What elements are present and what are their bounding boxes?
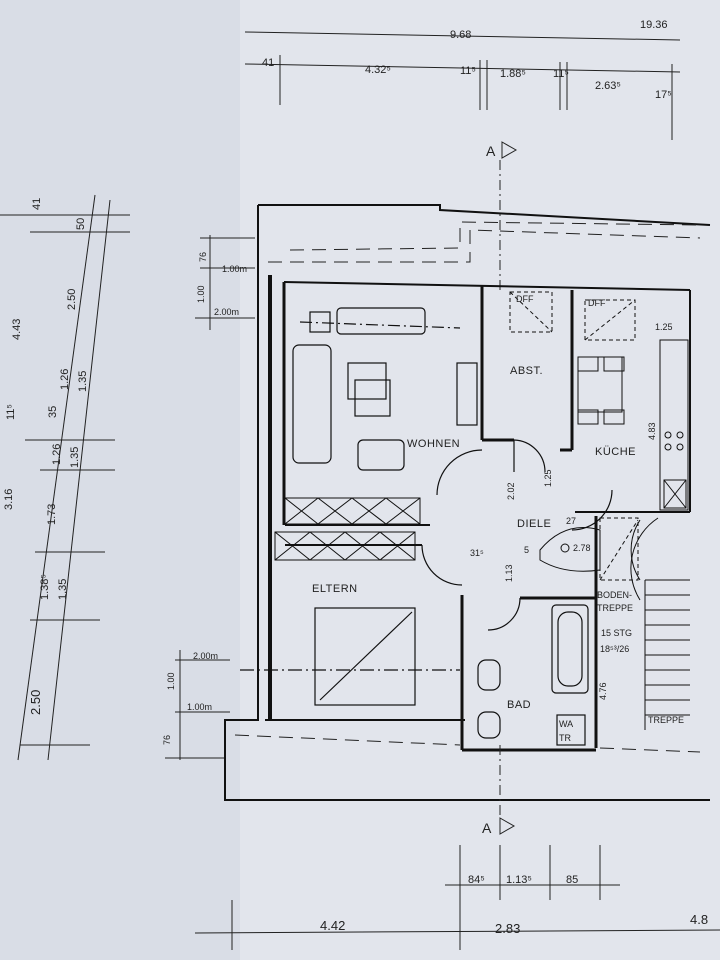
- doors: [421, 439, 613, 631]
- room-bad: BAD: [507, 699, 531, 711]
- paper-sheet: [240, 0, 720, 960]
- dim-5: 5: [524, 545, 529, 555]
- dim-b84: 84⁵: [468, 874, 485, 886]
- section-a-bottom: A: [482, 820, 492, 836]
- room-boden-treppe: TREPPE: [597, 603, 633, 613]
- room-eltern: ELTERN: [312, 583, 358, 595]
- dim-125d: 1.25: [543, 469, 553, 487]
- section-arrow-bottom: [499, 817, 516, 835]
- dim-a35: 35: [47, 406, 59, 418]
- room-abst: ABST.: [510, 365, 543, 377]
- dim-483: 4.83: [647, 422, 657, 440]
- dim-b442: 4.42: [320, 918, 345, 933]
- dim-432: 4.32⁵: [365, 64, 391, 76]
- dim-202: 2.02: [506, 482, 516, 500]
- dim-b113: 1.13⁵: [506, 874, 532, 886]
- dim-125k: 1.25: [655, 322, 673, 332]
- room-kueche: KÜCHE: [595, 446, 636, 458]
- kitchen-furniture: [509, 291, 689, 511]
- dim-115a: 11⁵: [460, 65, 476, 77]
- dim-h76a: 76: [198, 252, 208, 262]
- dim-a138: 1.38⁵: [39, 574, 51, 600]
- dim-h100a: 1.00: [196, 285, 206, 303]
- roof-lines: [234, 221, 701, 753]
- dim-a316: 3.16: [3, 489, 15, 510]
- label-dff1: DFF: [516, 294, 534, 304]
- dim-total2: 19.36: [640, 19, 668, 31]
- dim-a50: 50: [75, 218, 87, 230]
- dim-b48: 4.8: [690, 912, 708, 927]
- dim-h76b: 76: [162, 735, 172, 745]
- dim-278: 2.78: [573, 543, 591, 553]
- dim-h100b: 1.00: [166, 672, 176, 690]
- dim-a115: 11⁵: [5, 404, 17, 420]
- dim-a250: 2.50: [66, 289, 78, 310]
- dim-27: 27: [566, 516, 576, 526]
- dim-a126a: 1.26: [59, 369, 71, 390]
- dim-115b: 11⁵: [553, 68, 569, 80]
- dim-m100b: 1.00m: [187, 702, 212, 712]
- dim-188: 1.88⁵: [500, 68, 526, 80]
- dimension-lines-top: [244, 31, 681, 140]
- dim-476: 4.76: [598, 682, 608, 700]
- left-dim-labels: 41 50 2.50 4.43 11⁵ 1.26 1.35 35 1.26 1.…: [3, 198, 89, 715]
- dim-a443: 4.43: [11, 319, 23, 340]
- dim-b85: 85: [566, 874, 578, 886]
- dim-a135b: 1.35: [69, 447, 81, 468]
- dim-113: 1.13: [504, 564, 514, 582]
- dim-b283: 2.83: [495, 921, 520, 936]
- stair-step-size: 18⁵³/26: [600, 644, 629, 654]
- dim-a135c: 1.35: [57, 579, 69, 600]
- dim-41: 41: [262, 57, 274, 69]
- staircase: [539, 517, 690, 730]
- outer-walls: [224, 204, 711, 801]
- dim-a126b: 1.26: [51, 444, 63, 465]
- section-a-top: A: [486, 143, 496, 159]
- side-height-lines: [165, 235, 255, 760]
- living-furniture: [292, 307, 478, 471]
- room-diele: DIELE: [517, 518, 551, 530]
- dim-263: 2.63⁵: [595, 80, 621, 92]
- dim-315: 31⁵: [470, 548, 484, 558]
- section-arrow-top: [501, 141, 518, 159]
- bed: [240, 607, 460, 706]
- dim-a135a: 1.35: [77, 371, 89, 392]
- bath-washer-2: TR: [559, 733, 571, 743]
- wardrobes: [274, 497, 421, 561]
- dim-a41: 41: [31, 198, 43, 210]
- room-wohnen: WOHNEN: [407, 438, 460, 450]
- dim-a173: 1.73: [46, 504, 58, 525]
- stair-steps: 15 STG: [601, 628, 632, 638]
- interior-walls: [282, 282, 691, 752]
- dimension-lines-left: [0, 194, 130, 761]
- label-dff2: DFF: [588, 298, 606, 308]
- dim-total1: 9.68: [450, 29, 471, 41]
- dimension-lines-bottom: [194, 845, 720, 950]
- dim-17: 17⁵: [655, 89, 672, 101]
- bathroom-fixtures: [477, 604, 589, 746]
- dim-m200a: 2.00m: [214, 307, 239, 317]
- dim-m100a: 1.00m: [222, 264, 247, 274]
- dim-m200b: 2.00m: [193, 651, 218, 661]
- bath-washer-1: WA: [559, 719, 573, 729]
- room-treppe: TREPPE: [648, 715, 684, 725]
- dim-a250b: 2.50: [28, 690, 43, 715]
- room-boden: BODEN-: [597, 590, 632, 600]
